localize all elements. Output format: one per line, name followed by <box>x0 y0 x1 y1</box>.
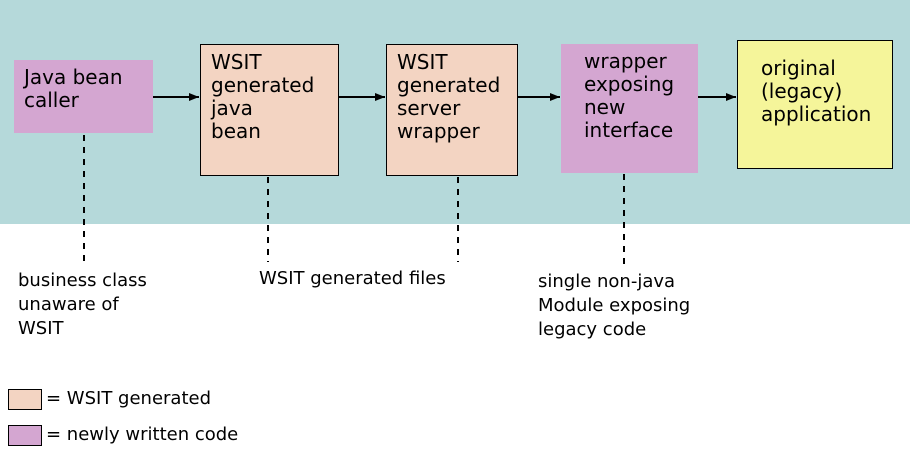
legend-label-newly-written: = newly written code <box>46 424 239 445</box>
original-legacy-application-box: original (legacy) application <box>737 40 893 169</box>
wsit-generated-server-wrapper-box: WSIT generated server wrapper <box>386 44 518 176</box>
legend-label-wsit-generated: = WSIT generated <box>46 388 212 409</box>
java-bean-caller-box: Java bean caller <box>14 60 153 133</box>
business-class-note: business class unaware of WSIT <box>18 270 147 339</box>
wsit-generated-java-bean-box: WSIT generated java bean <box>200 44 339 176</box>
wsit-generated-files-note: WSIT generated files <box>259 268 446 289</box>
legend-swatch-wsit-generated <box>8 389 42 410</box>
legend-swatch-newly-written <box>8 425 42 446</box>
non-java-module-note: single non-java Module exposing legacy c… <box>538 271 691 340</box>
wrapper-exposing-new-interface-box: wrapper exposing new interface <box>561 44 698 173</box>
